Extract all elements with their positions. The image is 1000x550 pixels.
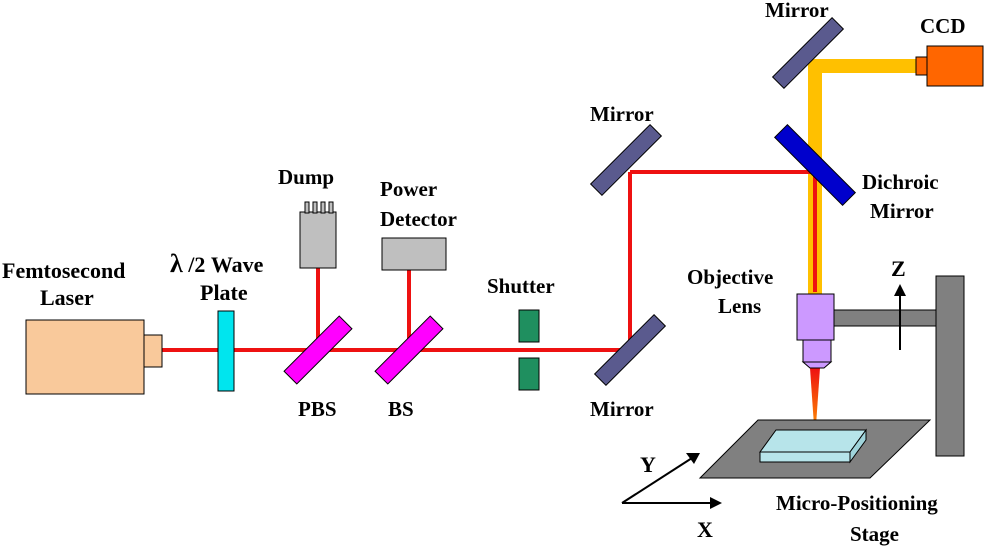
y-axis-line — [621, 457, 693, 504]
stage-label-line2: Stage — [850, 522, 899, 546]
pbs-label: PBS — [298, 397, 337, 421]
laser-body — [25, 319, 145, 395]
wave-label-rest: /2 Wave — [183, 252, 264, 277]
y-axis-label: Y — [640, 452, 656, 477]
ccd-camera — [915, 45, 984, 87]
dichroic-label-line1: Dichroic — [862, 170, 939, 194]
objective-tip — [801, 361, 833, 369]
z-arrow-head — [894, 284, 906, 296]
z-axis-arrow — [894, 284, 906, 350]
power-label-line2: Detector — [380, 207, 457, 231]
dump-label: Dump — [278, 165, 334, 189]
dichroic-label-line2: Mirror — [870, 199, 934, 223]
wave-plate-label-line1: λ /2 Wave — [170, 249, 264, 278]
shutter-blade-bottom — [518, 357, 540, 391]
objective-lens — [796, 293, 835, 369]
dump-body — [299, 211, 337, 269]
dump-fin-3 — [320, 201, 326, 214]
dump-fin-2 — [312, 201, 318, 214]
objective-label-line1: Objective — [687, 265, 773, 289]
femtosecond-laser — [25, 319, 163, 395]
sample-front-face — [759, 451, 851, 463]
laser-aperture — [143, 334, 163, 368]
beam-splitter — [374, 315, 444, 385]
mirror-upper — [589, 123, 663, 197]
stage-label-line1: Micro-Positioning — [776, 491, 938, 515]
shutter-blade-top — [518, 309, 540, 343]
z-axis-label: Z — [891, 256, 906, 281]
mirror-upper-label: Mirror — [590, 102, 654, 126]
lambda-symbol: λ — [170, 249, 183, 278]
focused-beam-cone — [810, 368, 820, 440]
half-wave-plate — [217, 310, 235, 392]
wave-plate-label-line2: Plate — [200, 280, 248, 305]
dump-fin-4 — [328, 201, 334, 214]
sample-top-face — [759, 429, 867, 453]
mirror-top — [771, 16, 845, 90]
polarizing-beam-splitter — [283, 315, 353, 385]
y-arrow-head — [686, 453, 700, 464]
shutter-label: Shutter — [487, 274, 555, 298]
beam-dump — [299, 201, 337, 269]
dichroic-mirror — [773, 123, 857, 207]
mirror-lower-label: Mirror — [590, 397, 654, 421]
dump-fin-1 — [304, 201, 310, 214]
ccd-lens-port — [915, 56, 929, 76]
objective-upper-barrel — [796, 293, 835, 341]
xy-axes — [621, 453, 722, 509]
mount-arm — [833, 309, 937, 327]
vertical-post — [935, 275, 965, 457]
objective-label-line2: Lens — [718, 294, 761, 318]
x-arrow-head — [710, 497, 722, 509]
power-detector — [381, 237, 447, 271]
ccd-label: CCD — [920, 14, 966, 38]
sample — [759, 428, 867, 464]
ccd-body — [926, 45, 984, 87]
laser-label-line1: Femtosecond — [2, 258, 125, 283]
mirror-top-label: Mirror — [765, 0, 829, 22]
bs-label: BS — [388, 397, 414, 421]
shutter — [518, 309, 540, 391]
mirror-lower — [593, 313, 667, 387]
power-label-line1: Power — [380, 177, 437, 201]
laser-label-line2: Laser — [40, 285, 94, 310]
x-axis-label: X — [697, 517, 713, 542]
sample-side-face — [849, 428, 867, 464]
objective-lower-barrel — [802, 339, 832, 363]
z-mount — [833, 275, 965, 457]
